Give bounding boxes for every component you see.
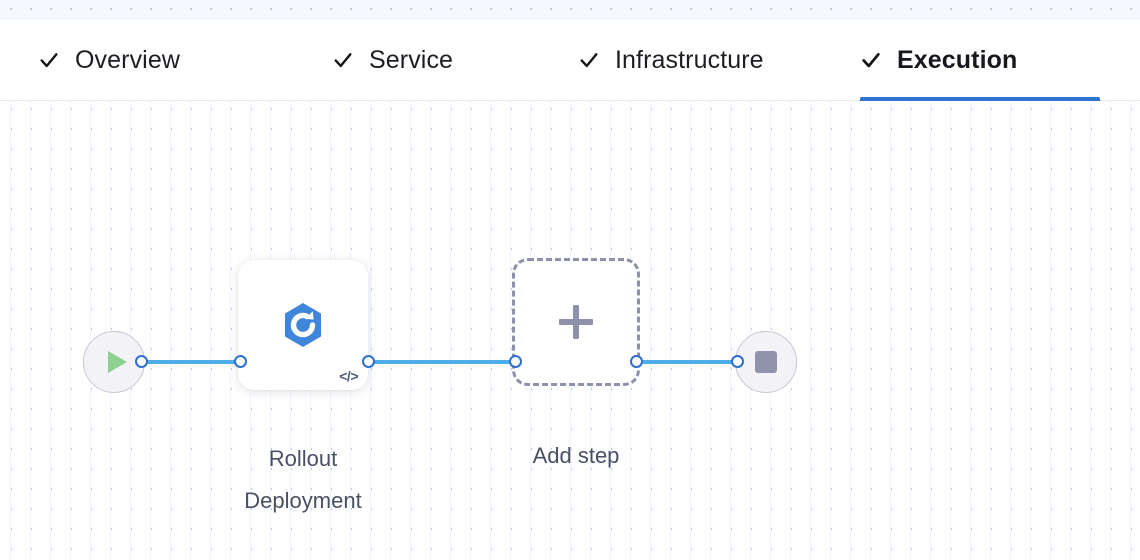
start-node[interactable] — [83, 331, 145, 393]
rollout-deployment-step[interactable]: </> — [238, 260, 368, 390]
start-node-circle[interactable] — [83, 331, 145, 393]
add-step-output-handle[interactable] — [630, 355, 643, 368]
end-node[interactable] — [735, 331, 797, 393]
check-icon — [334, 53, 352, 68]
check-icon — [862, 52, 880, 68]
tab-service[interactable]: Service — [332, 20, 479, 100]
add-step-label: Add step — [532, 443, 620, 468]
tab-active-underline — [860, 97, 1100, 101]
tab-infrastructure-label: Infrastructure — [615, 45, 764, 74]
step-icon-wrap — [238, 260, 368, 390]
tab-execution-label: Execution — [897, 45, 1018, 74]
code-badge-icon: </> — [339, 368, 358, 384]
pipeline-canvas[interactable]: </> Rollout Deployment Add step — [0, 101, 1140, 560]
plus-icon — [559, 305, 593, 339]
pipeline-stage-tabs: Overview Service Infrastructure Executio… — [0, 20, 1140, 101]
tab-service-label: Service — [369, 45, 454, 74]
end-node-input-handle[interactable] — [731, 355, 744, 368]
rollout-deployment-step-label: Rollout Deployment — [244, 446, 362, 513]
canvas-top-strip — [0, 0, 1140, 20]
play-icon — [107, 351, 127, 373]
step-output-handle[interactable] — [362, 355, 375, 368]
add-step-node[interactable] — [512, 258, 640, 386]
rollout-hexagon-icon — [285, 303, 321, 347]
end-node-circle[interactable] — [735, 331, 797, 393]
step-input-handle[interactable] — [234, 355, 247, 368]
check-icon — [40, 53, 58, 68]
tab-infrastructure[interactable]: Infrastructure — [578, 20, 805, 100]
tab-overview[interactable]: Overview — [38, 20, 210, 100]
tab-overview-label: Overview — [75, 45, 180, 74]
stop-icon — [755, 351, 777, 373]
tab-execution[interactable]: Execution — [860, 20, 1100, 101]
start-node-output-handle[interactable] — [135, 355, 148, 368]
add-step-input-handle[interactable] — [509, 355, 522, 368]
check-icon — [580, 53, 598, 68]
